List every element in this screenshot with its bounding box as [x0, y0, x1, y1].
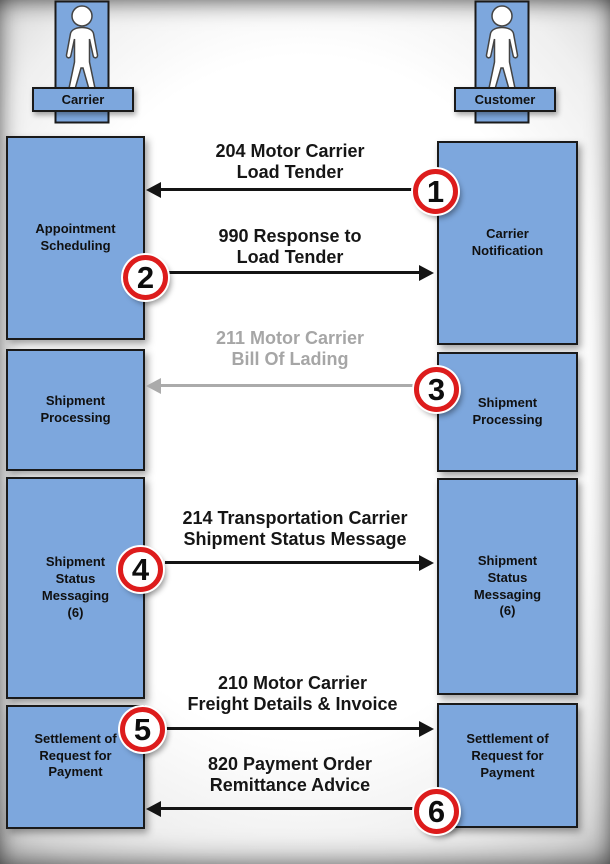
arrowhead-left-icon: [146, 378, 161, 394]
process-box-shipment-status-messaging-right: Shipment Status Messaging (6): [437, 478, 578, 695]
actor-customer-label: Customer: [454, 87, 556, 112]
arrowhead-right-icon: [419, 265, 434, 281]
message-label-990: 990 Response to Load Tender: [218, 226, 362, 267]
process-box-shipment-status-messaging-left: Shipment Status Messaging (6): [6, 477, 145, 699]
step-badge-6: 6: [414, 789, 459, 834]
actor-label-text: Customer: [474, 92, 536, 107]
arrowhead-right-icon: [419, 721, 434, 737]
step-number: 1: [426, 174, 445, 209]
message-label-204: 204 Motor Carrier Load Tender: [215, 141, 365, 182]
message-label-211: 211 Motor Carrier Bill Of Lading: [215, 328, 365, 369]
message-label-214: 214 Transportation Carrier Shipment Stat…: [182, 508, 408, 549]
arrow-214: [165, 561, 420, 564]
actor-carrier-label: Carrier: [32, 87, 134, 112]
message-label-820: 820 Payment Order Remittance Advice: [207, 754, 373, 795]
arrow-211: [158, 384, 415, 387]
message-label-210: 210 Motor Carrier Freight Details & Invo…: [187, 673, 398, 714]
arrow-990: [168, 271, 420, 274]
step-badge-5: 5: [120, 707, 165, 752]
step-badge-1: 1: [413, 169, 458, 214]
process-box-shipment-processing-right: Shipment Processing: [437, 352, 578, 472]
actor-label-text: Carrier: [61, 92, 105, 107]
process-box-appointment-scheduling: Appointment Scheduling: [6, 136, 145, 340]
arrow-820: [158, 807, 415, 810]
arrowhead-left-icon: [146, 182, 161, 198]
process-box-carrier-notification: Carrier Notification: [437, 141, 578, 345]
step-number: 4: [131, 552, 150, 587]
process-box-settlement-left: Settlement of Request for Payment: [6, 705, 145, 829]
step-badge-3: 3: [414, 367, 459, 412]
arrow-204: [158, 188, 415, 191]
step-number: 6: [427, 794, 446, 829]
arrowhead-left-icon: [146, 801, 161, 817]
step-number: 3: [427, 372, 446, 407]
process-box-settlement-right: Settlement of Request for Payment: [437, 703, 578, 828]
step-number: 2: [136, 260, 155, 295]
process-box-shipment-processing-left: Shipment Processing: [6, 349, 145, 471]
step-badge-2: 2: [123, 255, 168, 300]
step-number: 5: [133, 712, 152, 747]
step-badge-4: 4: [118, 547, 163, 592]
arrow-210: [165, 727, 420, 730]
arrowhead-right-icon: [419, 555, 434, 571]
